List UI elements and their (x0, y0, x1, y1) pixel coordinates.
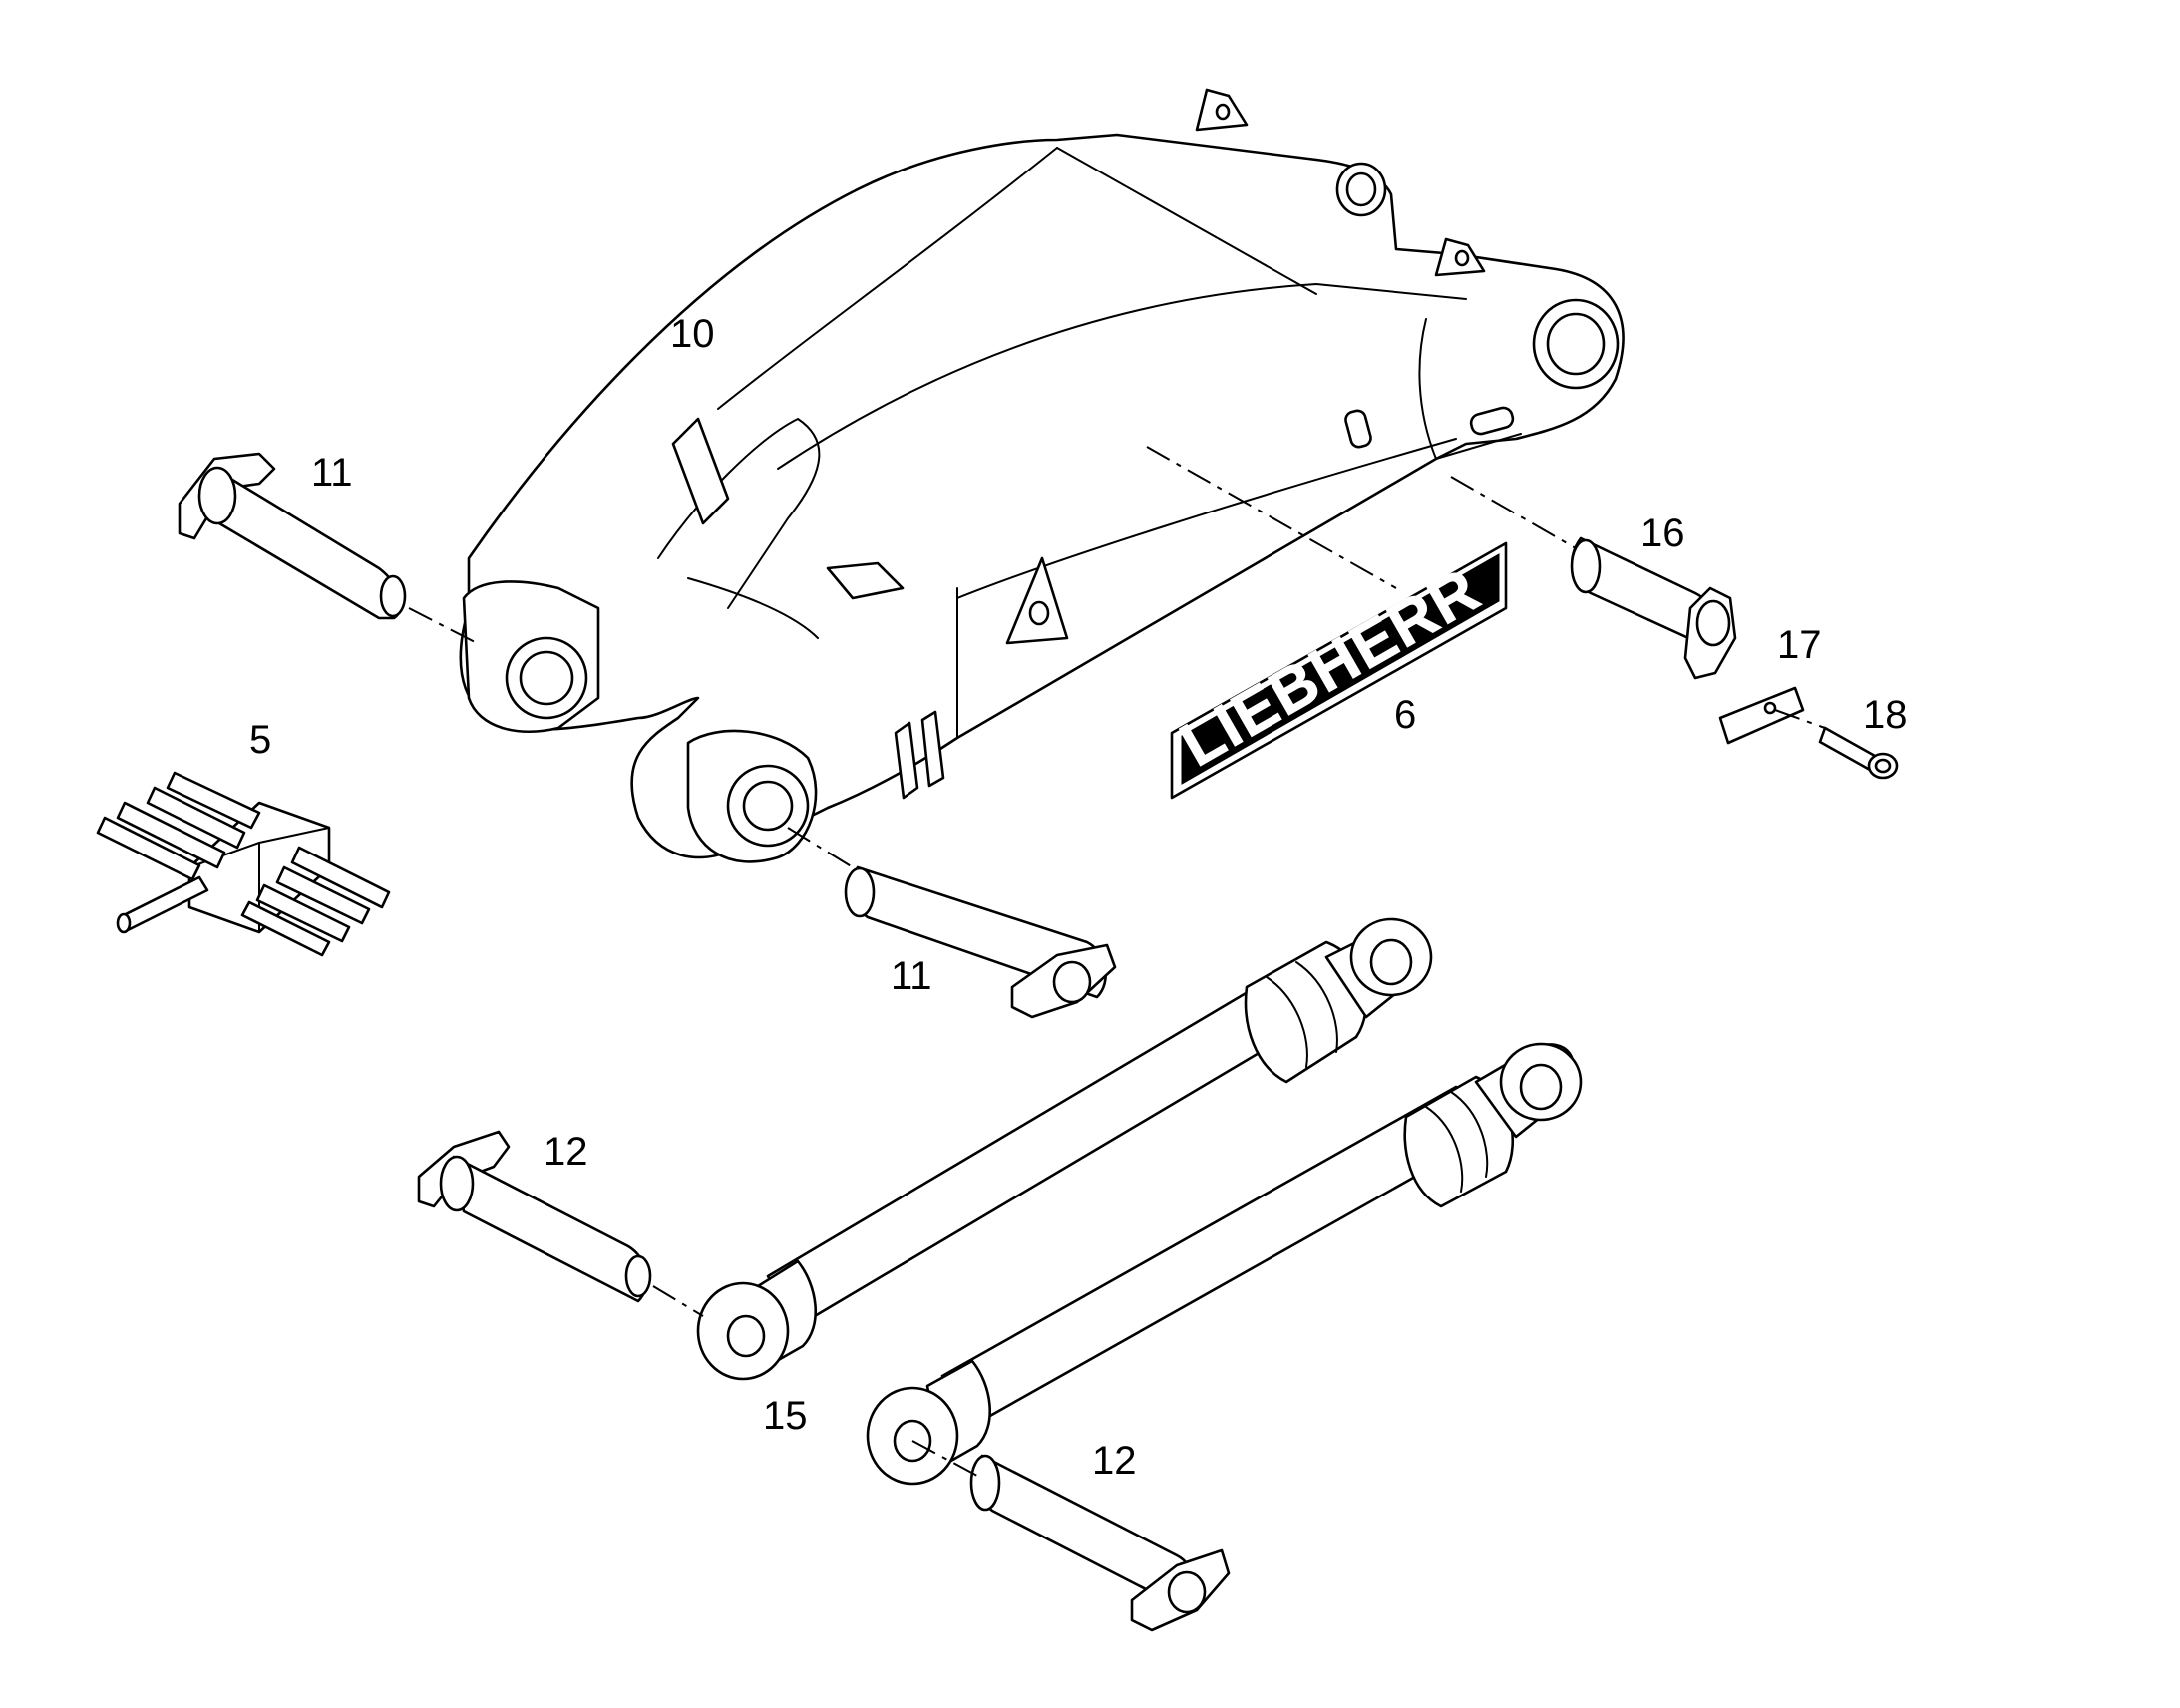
boom-assembly (459, 88, 1625, 863)
pin-11-lower (787, 827, 1117, 1019)
callout-cylinder-pin-upper: 12 (544, 1130, 588, 1174)
pin-12-upper (417, 1130, 704, 1317)
callout-labels: 10 11 11 16 17 18 6 5 12 12 15 (249, 312, 1908, 1483)
hydraulic-cylinder-upper (696, 917, 1433, 1381)
pin-12-lower (911, 1440, 1231, 1632)
boom-body (459, 133, 1625, 859)
callout-bolt: 18 (1863, 693, 1908, 737)
callout-valve-block: 5 (249, 718, 271, 762)
callout-cylinders: 15 (763, 1394, 808, 1438)
callout-decal: 6 (1394, 693, 1416, 737)
callout-pin-right: 16 (1640, 512, 1685, 555)
callout-pin-upper-left: 11 (311, 451, 353, 495)
pin-11-upper-left (178, 452, 478, 644)
callout-cylinder-pin-lower: 12 (1092, 1439, 1137, 1483)
plate-17 (1718, 686, 1826, 745)
bolt-18 (1818, 726, 1899, 780)
callout-pin-lower-left: 11 (891, 954, 932, 998)
liebherr-decal-text: LIEBHERR (1170, 555, 1492, 780)
callout-boom: 10 (670, 312, 715, 356)
valve-block-5 (96, 771, 391, 957)
pin-16 (1570, 536, 1737, 680)
hydraulic-cylinder-lower (866, 1042, 1583, 1486)
callout-plate: 17 (1777, 623, 1822, 667)
